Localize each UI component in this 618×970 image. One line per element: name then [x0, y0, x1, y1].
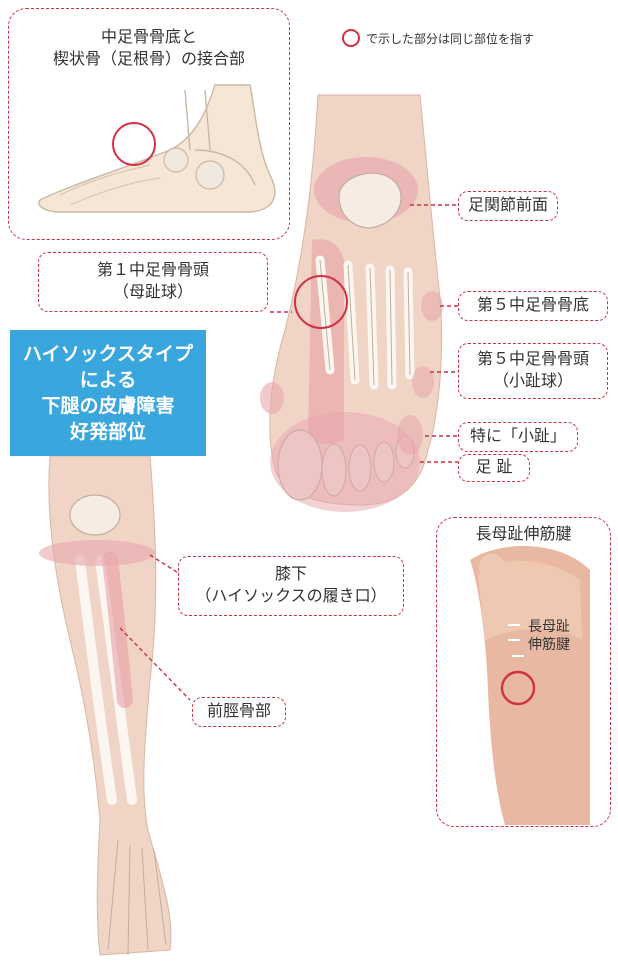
label-met5-base: 第５中足骨骨底 [458, 291, 608, 321]
legend-circle-icon [342, 29, 360, 47]
photo-title: 長母趾伸筋腱 [436, 523, 611, 545]
leg-illustration [39, 456, 171, 955]
inset-title-line1: 中足骨骨底と [8, 26, 290, 48]
label-tibia: 前脛骨部 [192, 697, 286, 727]
label-toes: 足 趾 [458, 454, 530, 482]
tendon-label: 長母趾 伸筋腱 [528, 618, 570, 654]
label-below-knee: 膝下 （ハイソックスの履き口） [178, 556, 404, 616]
legend: で示した部分は同じ部位を指す [342, 28, 534, 48]
label-met5-head: 第５中足骨骨頭 （小趾球） [458, 343, 608, 399]
callout-line1: ハイソックスタイプ [10, 341, 206, 367]
legend-text: で示した部分は同じ部位を指す [366, 30, 534, 47]
label-little-toe: 特に「小趾」 [458, 422, 578, 452]
callout-title: ハイソックスタイプ による 下腿の皮膚障害 好発部位 [10, 330, 206, 456]
inset-box-photo [436, 517, 611, 827]
label-met1-head: 第１中足骨骨頭 （母趾球） [38, 252, 268, 312]
inset-title-line2: 楔状骨（足根骨）の接合部 [8, 48, 290, 70]
callout-line2: による [10, 367, 206, 393]
inset-title: 中足骨骨底と 楔状骨（足根骨）の接合部 [8, 26, 290, 70]
label-ankle-front: 足関節前面 [458, 191, 558, 221]
callout-line4: 好発部位 [10, 419, 206, 445]
callout-line3: 下腿の皮膚障害 [10, 393, 206, 419]
